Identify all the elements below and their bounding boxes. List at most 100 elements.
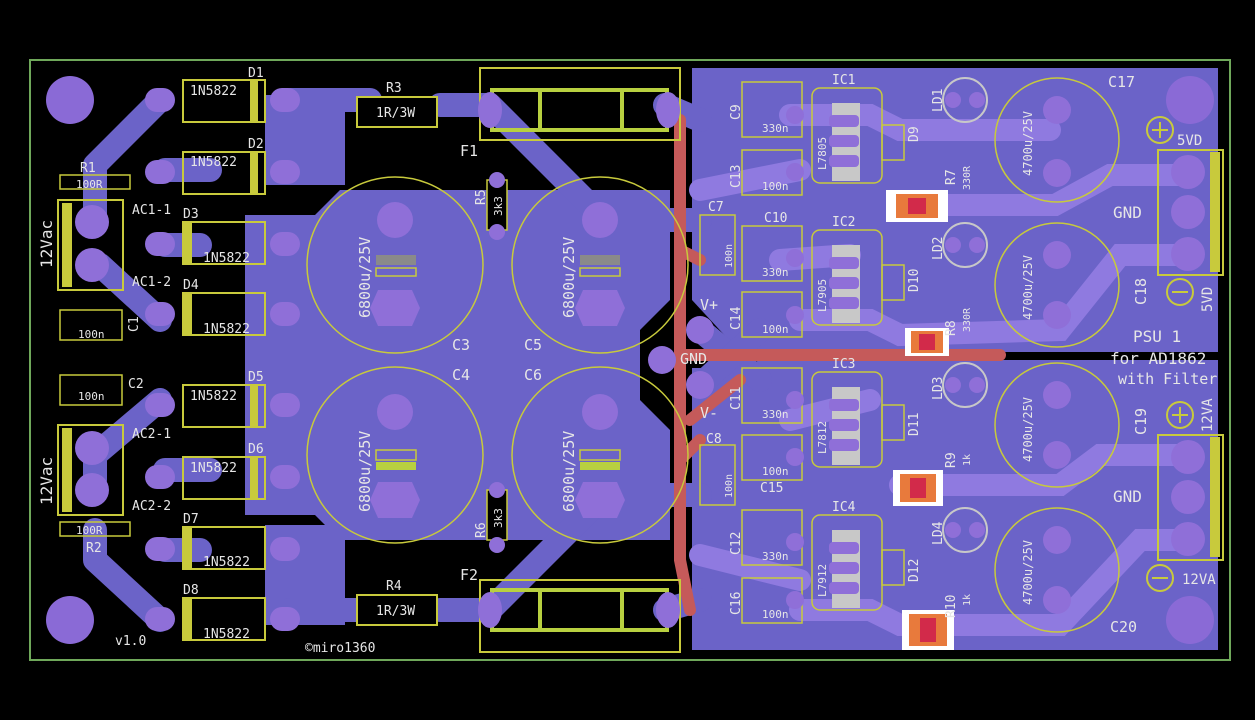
c3-value: 6800u/25V	[356, 237, 374, 318]
r10-ref: R10	[944, 595, 959, 618]
power-resistors	[356, 96, 438, 626]
c6-value: 6800u/25V	[560, 431, 578, 512]
ic3-ref: IC3	[832, 357, 855, 372]
d12-ref: D12	[907, 559, 922, 582]
output-caps	[994, 77, 1120, 633]
c5-value: 6800u/25V	[560, 237, 578, 318]
c20-ref: C20	[1110, 618, 1137, 636]
ac1-label: 12Vac	[37, 220, 56, 268]
d8-value: 1N5822	[203, 627, 250, 642]
d4-value: 1N5822	[203, 322, 250, 337]
d7-ref: D7	[183, 512, 199, 527]
big-caps	[306, 176, 689, 544]
r1-ref: R1	[80, 161, 96, 176]
author-label: ©miro1360	[305, 641, 375, 656]
c10-value: 330n	[762, 266, 789, 279]
c16-ref: C16	[729, 592, 744, 615]
c13-ref: C13	[729, 165, 744, 188]
r1-value: 100R	[76, 178, 103, 191]
c2-value: 100n	[78, 390, 105, 403]
mounting-holes	[46, 76, 1214, 644]
vplus-label: V+	[700, 296, 718, 314]
c11-value: 330n	[762, 408, 789, 421]
ic4-value: L7912	[816, 564, 829, 597]
ld4-label: LD4	[931, 521, 946, 545]
c10-ref: C10	[764, 211, 787, 226]
c14-value: 100n	[762, 323, 789, 336]
board-outline	[29, 59, 1231, 661]
r8-ref: R8	[944, 320, 959, 336]
c8-value: 100n	[724, 474, 735, 498]
output-terminals	[1146, 116, 1224, 592]
r3-ref: R3	[386, 81, 402, 96]
c14-ref: C14	[729, 306, 744, 330]
title-line-3: with Filter	[1118, 370, 1217, 388]
c17-ref: C17	[1108, 73, 1135, 91]
r9-ref: R9	[944, 452, 959, 468]
d8-ref: D8	[183, 583, 199, 598]
led-pads	[945, 92, 985, 538]
ac2-pin1-label: AC2-1	[132, 427, 171, 442]
c9-ref: C9	[729, 104, 744, 120]
ic2-ref: IC2	[832, 215, 855, 230]
diode-pads	[145, 88, 300, 631]
ac2-pin2-label: AC2-2	[132, 499, 171, 514]
d2-ref: D2	[248, 137, 264, 152]
c15-value: 100n	[762, 465, 789, 478]
f2-label: F2	[460, 566, 478, 584]
c2-ref: C2	[128, 377, 144, 392]
r5-value: 3k3	[492, 196, 505, 216]
out-top-v-label: 5VD	[1177, 133, 1202, 149]
d1-value: 1N5822	[190, 84, 237, 99]
ac1-pin2-label: AC1-2	[132, 275, 171, 290]
title-line-2: for AD1862	[1110, 349, 1206, 368]
r8-value: 330R	[962, 307, 973, 332]
r3-value: 1R/3W	[376, 106, 415, 121]
ld3-label: LD3	[931, 377, 946, 400]
r2-value: 100R	[76, 524, 103, 537]
ld2-label: LD2	[931, 237, 946, 260]
ic3-value: L7812	[816, 421, 829, 454]
r7-value: 330R	[962, 165, 973, 190]
c17-value: 4700u/25V	[1021, 111, 1035, 176]
output-cap-pads	[1043, 96, 1071, 614]
d7-value: 1N5822	[203, 555, 250, 570]
c13-value: 100n	[762, 180, 789, 193]
d11-ref: D11	[907, 413, 922, 436]
c19-value: 4700u/25V	[1021, 397, 1035, 462]
c16-value: 100n	[762, 608, 789, 621]
c8-ref: C8	[706, 432, 722, 447]
filter-caps	[699, 214, 736, 506]
c5-ref: C5	[524, 336, 542, 354]
ld1-label: LD1	[931, 89, 946, 112]
d4-ref: D4	[183, 278, 199, 293]
out-bottom-v-neg-label: 12VA	[1182, 572, 1216, 588]
c1-ref: C1	[127, 316, 142, 332]
d10-ref: D10	[907, 269, 922, 292]
r6-value: 3k3	[492, 508, 505, 528]
d1-ref: D1	[248, 66, 264, 81]
d5-ref: D5	[248, 370, 264, 385]
smd-resistors	[886, 190, 954, 650]
d9-ref: D9	[907, 126, 922, 142]
r4-value: 1R/3W	[376, 604, 415, 619]
c12-value: 330n	[762, 550, 789, 563]
gnd-rail-label: GND	[680, 350, 707, 368]
ic1-value: L7805	[816, 137, 829, 170]
diode-bands	[184, 80, 258, 640]
ac1-pin1-label: AC1-1	[132, 203, 171, 218]
c6-ref: C6	[524, 366, 542, 384]
c1-value: 100n	[78, 328, 105, 341]
leds	[942, 77, 988, 553]
rectifier-diodes	[182, 79, 266, 641]
c7-value: 100n	[724, 244, 735, 268]
c4-value: 6800u/25V	[356, 431, 374, 512]
big-cap-pads	[370, 202, 625, 518]
c4-ref: C4	[452, 366, 470, 384]
vminus-label: V-	[700, 404, 718, 422]
r4-ref: R4	[386, 579, 402, 594]
f1-label: F1	[460, 142, 478, 160]
version-label: v1.0	[115, 634, 146, 649]
fuse-pads	[478, 92, 680, 628]
out-bottom-v-label: 12VA	[1200, 398, 1216, 432]
